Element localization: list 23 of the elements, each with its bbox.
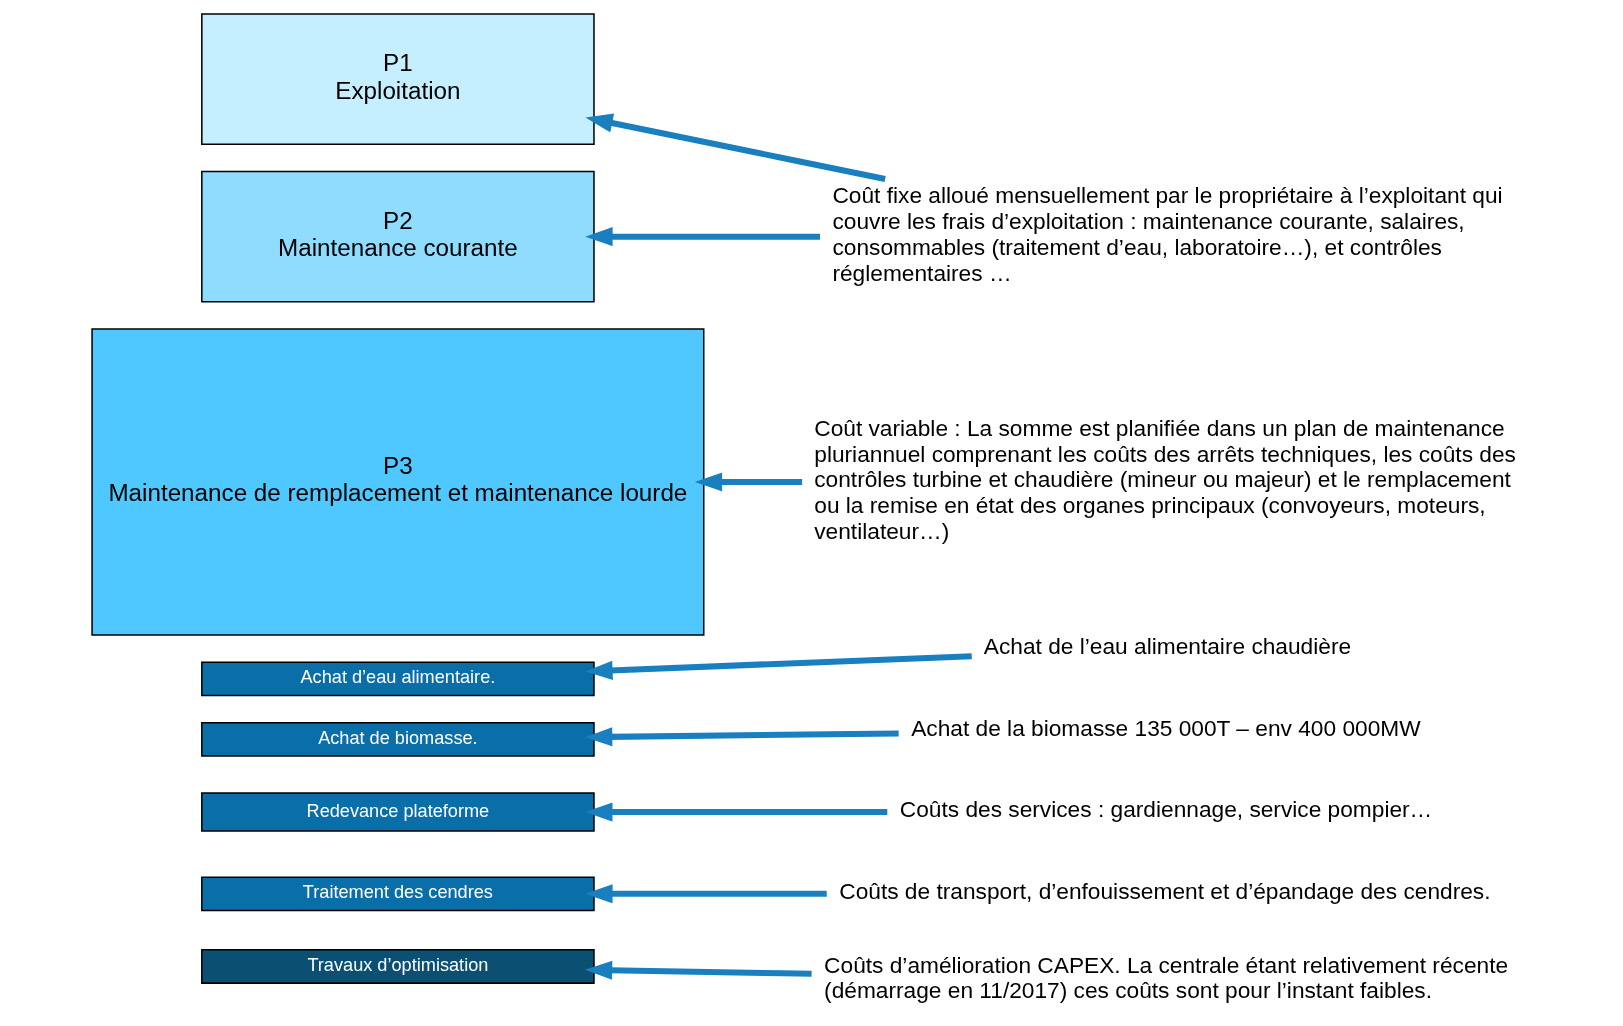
arrow xyxy=(584,653,972,680)
node-text: Achat de la biomasse 135 000T – env 400 000MW xyxy=(910,714,1421,741)
node-text: Coûts de transport, d’enfouissement et d’épandage des cendres. xyxy=(838,878,1490,905)
node-text: Coûts d’amélioration CAPEX. La centrale étant relativement récente (démarrage en 11/2017) ces coûts sont pour l’instant faibles. xyxy=(823,951,1508,1004)
node-box: P2 Maintenance courante xyxy=(200,170,595,303)
node-box: Achat d’eau alimentaire. xyxy=(200,661,595,697)
node-text: Coût fixe alloué mensuellement par le propriétaire à l’exploitant qui couvre les frais d’exploitation : maintenance courante, salaires, consommables (traitement d’eau, laboratoire…), et contrôles réglementaires … xyxy=(831,182,1503,286)
node-text: Coût variable : La somme est planifiée dans un plan de maintenance pluriannuel comprenant les coûts des arrêts techniques, les coûts des contrôles turbine et chaudière (mineur ou majeur) et le remplacement ou la remise en état des organes principaux (convoyeurs, moteurs, ventilateur…) xyxy=(813,414,1516,544)
node-box: Redevance plateforme xyxy=(200,792,595,832)
node-box: Travaux d’optimisation xyxy=(200,949,595,984)
node-box: P3 Maintenance de remplacement et maintenance lourde xyxy=(90,328,704,636)
node-box: P1 Exploitation xyxy=(200,13,595,146)
arrow xyxy=(584,727,899,747)
arrow xyxy=(584,113,886,183)
arrow xyxy=(584,884,827,904)
arrow xyxy=(584,960,812,980)
arrow xyxy=(584,802,887,822)
node-text: Coûts des services : gardiennage, service pompier… xyxy=(899,796,1432,823)
arrow xyxy=(694,472,802,492)
node-box: Achat de biomasse. xyxy=(200,721,595,757)
node-text: Achat de l’eau alimentaire chaudière xyxy=(983,632,1351,659)
node-box: Traitement des cendres xyxy=(200,876,595,912)
arrow xyxy=(584,227,820,247)
